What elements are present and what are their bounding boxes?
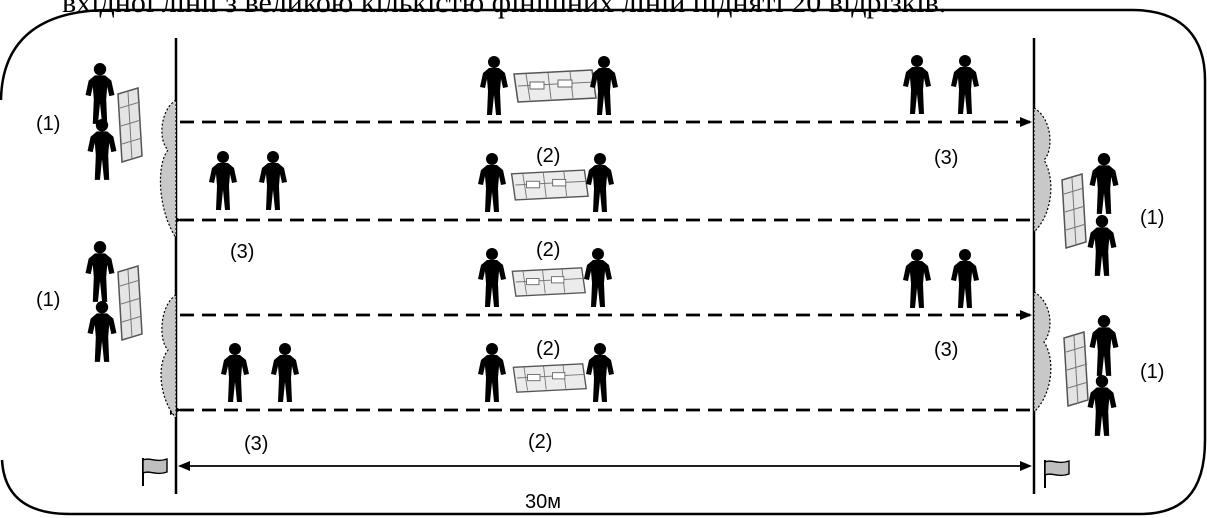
pair-left-lane-2 (209, 151, 287, 210)
person-silhouette-icon (209, 151, 237, 210)
person-silhouette-icon (221, 343, 249, 402)
person-silhouette-icon (903, 249, 931, 308)
person-silhouette-icon (1089, 315, 1119, 376)
label-middle-lane-1: (2) (536, 145, 560, 167)
stretcher-icon (512, 363, 587, 393)
turn-marks (159, 98, 1052, 420)
person-silhouette-icon (478, 343, 506, 402)
stretcher-icon (117, 87, 143, 163)
pair-right-lane-3 (903, 249, 979, 308)
person-silhouette-icon (259, 151, 287, 210)
person-silhouette-icon (1087, 375, 1117, 436)
person-silhouette-icon (271, 343, 299, 402)
label-pair-left-bottom: (3) (244, 433, 268, 455)
stretcher-icon (511, 267, 586, 297)
team-left-bottom (85, 241, 143, 362)
person-silhouette-icon (478, 153, 506, 212)
person-silhouette-icon (85, 63, 115, 124)
label-pair-right-lane-1: (3) (934, 147, 958, 169)
label-middle-lane-3: (2) (536, 338, 560, 360)
person-silhouette-icon (951, 249, 979, 308)
flag-icon (1044, 459, 1070, 489)
person-silhouette-icon (87, 301, 117, 362)
person-silhouette-icon (903, 55, 931, 114)
pair-left-lane-4 (221, 343, 299, 402)
pair-right-lane-1 (903, 55, 979, 114)
person-silhouette-icon (586, 153, 614, 212)
stretcher-icon (510, 169, 589, 201)
team-middle-lane-1 (480, 56, 618, 115)
label-team-right-bottom: (1) (1140, 361, 1164, 383)
person-silhouette-icon (951, 55, 979, 114)
label-team-left-top: (1) (36, 113, 60, 135)
stretcher-icon (1063, 331, 1089, 407)
track-border (0, 8, 1207, 516)
label-middle-lane-2: (2) (536, 239, 560, 261)
label-middle-bottom: (2) (528, 431, 552, 453)
team-right-top (1061, 153, 1119, 276)
stretcher-icon (117, 265, 143, 341)
person-silhouette-icon (478, 248, 506, 307)
label-pair-left-lane-2: (3) (230, 241, 254, 263)
label-team-left-bottom: (1) (36, 289, 60, 311)
flag-icon (142, 457, 168, 487)
person-silhouette-icon (1087, 215, 1117, 276)
label-team-right-top: (1) (1140, 207, 1164, 229)
stretcher-icon (513, 69, 597, 103)
person-silhouette-icon (85, 241, 115, 302)
stretcher-icon (1061, 173, 1087, 249)
person-silhouette-icon (480, 56, 508, 115)
person-silhouette-icon (590, 56, 618, 115)
person-silhouette-icon (584, 248, 612, 307)
distance-label: 30м (525, 491, 561, 513)
person-silhouette-icon (87, 119, 117, 180)
person-silhouette-icon (1089, 153, 1119, 214)
person-silhouette-icon (586, 343, 614, 402)
team-right-bottom (1063, 315, 1119, 436)
team-left-top (85, 63, 143, 180)
label-pair-right-lane-3: (3) (934, 339, 958, 361)
